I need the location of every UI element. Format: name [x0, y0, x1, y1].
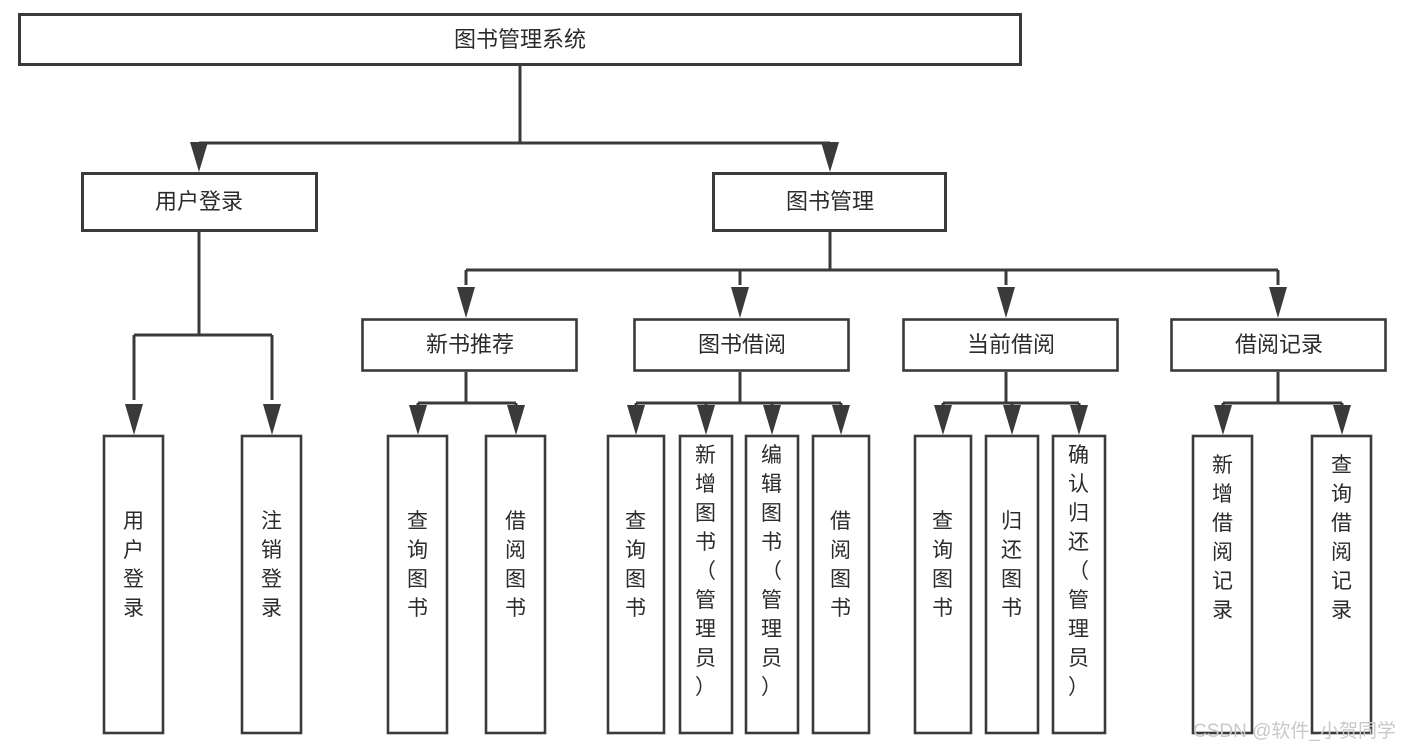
leaf-borrow-book[interactable]: 借阅图书 — [811, 434, 871, 735]
leaf-confirm-return-admin-box[interactable] — [1051, 434, 1107, 735]
leaf-borrow-book-recommend-box[interactable] — [484, 434, 547, 735]
leaf-edit-book-admin[interactable]: 编辑图书（管理员） — [744, 434, 800, 735]
leaf-user-login-label: 用户登录 — [123, 510, 144, 620]
leaf-return-book[interactable]: 归还图书 — [984, 434, 1040, 735]
node-borrow-record-box[interactable] — [1170, 318, 1387, 372]
leaf-confirm-return-admin-label: 确认归还（管理员） — [1068, 444, 1089, 699]
leaf-borrow-book-box[interactable] — [811, 434, 871, 735]
arrow-head-book-borrow — [731, 287, 749, 318]
csdn-watermark: CSDN @软件_小贺同学 — [1193, 720, 1396, 742]
node-borrow-record[interactable]: 借阅记录 — [1170, 318, 1387, 372]
leaf-query-borrow-record[interactable]: 查询借阅记录 — [1310, 434, 1373, 735]
node-book-management-box[interactable] — [712, 172, 947, 232]
leaf-user-login-box[interactable] — [102, 434, 165, 735]
arrow-head-user-login — [190, 142, 208, 172]
node-book-management-label: 图书管理 — [786, 189, 874, 214]
arrow-head-book-management — [821, 142, 839, 172]
leaf-borrow-book-recommend[interactable]: 借阅图书 — [484, 434, 547, 735]
connector-layer — [125, 66, 1351, 435]
arrow-head-leaf-query-book — [627, 405, 645, 435]
leaf-node-layer: 用户登录 注销登录 查询图书 借阅图书 查询图书 新增图书 — [102, 434, 1373, 735]
node-user-login[interactable]: 用户登录 — [81, 172, 318, 232]
leaf-query-book-current-box[interactable] — [913, 434, 973, 735]
leaf-query-borrow-record-label: 查询借阅记录 — [1331, 454, 1352, 622]
leaf-add-borrow-record-box[interactable] — [1191, 434, 1254, 735]
arrow-head-leaf-add-book-admin — [697, 405, 715, 435]
node-book-borrow-label: 图书借阅 — [698, 332, 786, 357]
arrow-head-borrow-record — [1269, 287, 1287, 318]
leaf-query-book[interactable]: 查询图书 — [606, 434, 666, 735]
leaf-query-book-label: 查询图书 — [625, 510, 646, 620]
leaf-borrow-book-label: 借阅图书 — [830, 510, 851, 620]
arrow-head-leaf-query-book-current — [934, 405, 952, 435]
arrow-head-leaf-borrow-book — [832, 405, 850, 435]
arrow-head-leaf-query-book-recommend — [409, 405, 427, 435]
leaf-query-book-current[interactable]: 查询图书 — [913, 434, 973, 735]
node-borrow-record-label: 借阅记录 — [1235, 332, 1323, 357]
leaf-return-book-box[interactable] — [984, 434, 1040, 735]
leaf-logout-box[interactable] — [240, 434, 303, 735]
node-root[interactable]: 图书管理系统 — [18, 13, 1022, 66]
node-book-management[interactable]: 图书管理 — [712, 172, 947, 232]
leaf-logout[interactable]: 注销登录 — [240, 434, 303, 735]
leaf-query-book-recommend-label: 查询图书 — [407, 510, 428, 620]
node-current-borrow-box[interactable] — [902, 318, 1119, 372]
leaf-edit-book-admin-box[interactable] — [744, 434, 800, 735]
node-new-book-recommend-box[interactable] — [361, 318, 578, 372]
arrow-head-leaf-user-login — [125, 404, 143, 435]
leaf-add-book-admin-box[interactable] — [678, 434, 734, 735]
leaf-add-borrow-record-label: 新增借阅记录 — [1212, 454, 1233, 622]
leaf-query-book-box[interactable] — [606, 434, 666, 735]
arrow-head-leaf-return-book — [1003, 405, 1021, 435]
arrow-head-new-book-recommend — [457, 287, 475, 318]
leaf-query-book-recommend[interactable]: 查询图书 — [386, 434, 449, 735]
node-current-borrow-label: 当前借阅 — [967, 332, 1055, 357]
node-book-borrow-box[interactable] — [633, 318, 850, 372]
arrow-head-leaf-edit-book-admin — [763, 405, 781, 435]
node-new-book-recommend[interactable]: 新书推荐 — [361, 318, 578, 372]
node-current-borrow[interactable]: 当前借阅 — [902, 318, 1119, 372]
arrow-head-leaf-query-borrow-record — [1333, 405, 1351, 435]
node-root-box[interactable] — [18, 13, 1022, 66]
leaf-return-book-label: 归还图书 — [1001, 510, 1022, 620]
node-root-label: 图书管理系统 — [454, 27, 586, 52]
leaf-edit-book-admin-label: 编辑图书（管理员） — [761, 444, 782, 699]
leaf-query-book-recommend-box[interactable] — [386, 434, 449, 735]
leaf-logout-label: 注销登录 — [261, 510, 282, 620]
node-user-login-box[interactable] — [81, 172, 318, 232]
arrow-head-leaf-add-borrow-record — [1214, 405, 1232, 435]
node-new-book-recommend-label: 新书推荐 — [426, 332, 514, 357]
leaf-add-book-admin[interactable]: 新增图书（管理员） — [678, 434, 734, 735]
leaf-user-login[interactable]: 用户登录 — [102, 434, 165, 735]
leaf-query-book-current-label: 查询图书 — [932, 510, 953, 620]
arrow-head-leaf-borrow-book-recommend — [507, 405, 525, 435]
node-book-borrow[interactable]: 图书借阅 — [633, 318, 850, 372]
arrow-head-leaf-logout — [263, 404, 281, 435]
arrow-head-current-borrow — [997, 287, 1015, 318]
leaf-query-borrow-record-box[interactable] — [1310, 434, 1373, 735]
leaf-confirm-return-admin[interactable]: 确认归还（管理员） — [1051, 434, 1107, 735]
node-user-login-label: 用户登录 — [155, 189, 243, 214]
leaf-add-borrow-record[interactable]: 新增借阅记录 — [1191, 434, 1254, 735]
leaf-borrow-book-recommend-label: 借阅图书 — [505, 510, 526, 620]
leaf-add-book-admin-label: 新增图书（管理员） — [695, 444, 716, 699]
arrow-head-leaf-confirm-return-admin — [1070, 405, 1088, 435]
